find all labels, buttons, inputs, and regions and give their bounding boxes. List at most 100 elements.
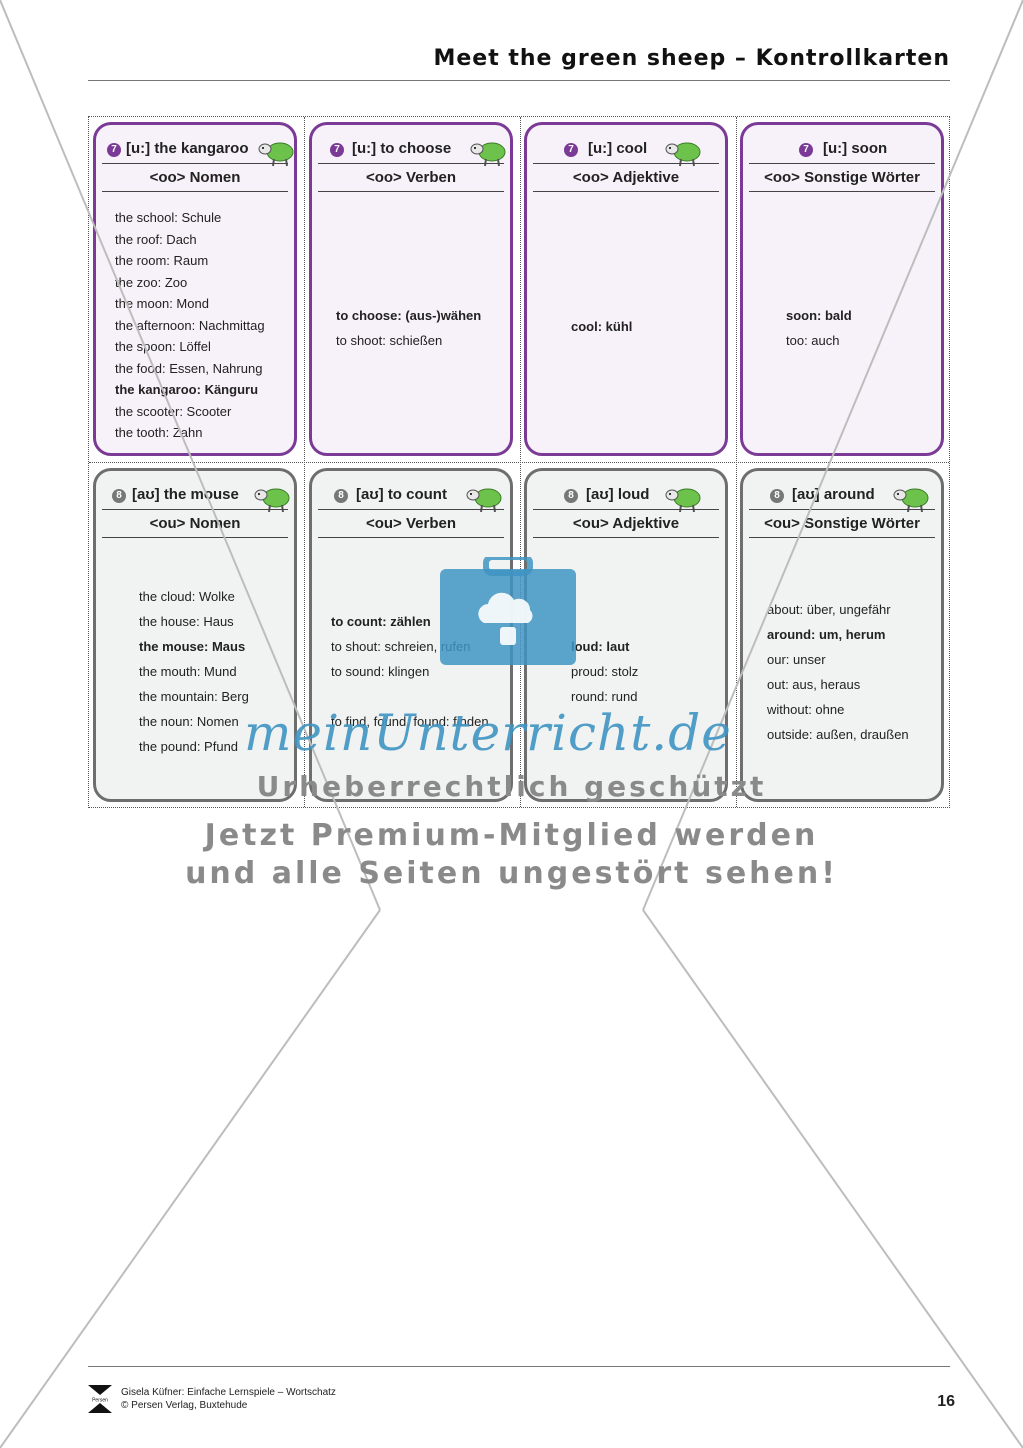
word-item-highlight: the kangaroo: Känguru (115, 382, 259, 397)
card-soon: 7 [u:] soon <oo> Sonstige Wörter soon: b… (740, 122, 944, 456)
card-sound-title: [aʊ] to count (356, 486, 447, 503)
word-item: without: ohne (767, 702, 845, 717)
header-divider (318, 509, 504, 510)
card-number-badge: 8 (770, 489, 784, 503)
category-divider (102, 191, 288, 192)
category-divider (749, 537, 935, 538)
card-number-badge: 7 (107, 143, 121, 157)
word-list: to choose: (aus-)wähen to shoot: schieße… (336, 303, 481, 353)
card-number-badge: 8 (112, 489, 126, 503)
watermark-premium-line2: und alle Seiten ungestört sehen! (185, 856, 838, 891)
card-category: <ou> Verben (365, 515, 457, 532)
header-divider (102, 163, 288, 164)
word-item: round: rund (571, 689, 638, 704)
card-header: 7 [u:] the kangaroo (102, 137, 294, 167)
card-to-choose: 7 [u:] to choose <oo> Verben to choose: … (309, 122, 513, 456)
word-item: the food: Essen, Nahrung (115, 360, 263, 376)
word-item: to shoot: schießen (336, 333, 443, 348)
word-item: out: aus, heraus (767, 677, 861, 692)
word-item: the noun: Nomen (139, 714, 239, 729)
green-sheep-icon (466, 488, 502, 513)
header-divider (749, 509, 935, 510)
publisher-logo-text: Persen (92, 1398, 108, 1404)
footer-divider (88, 1366, 950, 1367)
word-item-highlight: loud: laut (571, 639, 630, 654)
category-divider (533, 191, 719, 192)
word-item-highlight: around: um, herum (767, 627, 886, 642)
card-header: 7 [u:] soon (749, 137, 935, 165)
card-around: 8 [aʊ] around <ou> Sonstige Wörter about… (740, 468, 944, 802)
category-divider (318, 191, 504, 192)
card-number-badge: 7 (330, 143, 344, 157)
word-item: the zoo: Zoo (115, 274, 188, 290)
card-kangaroo: 7 [u:] the kangaroo <oo> Nomen the schoo… (93, 122, 297, 456)
word-item: the mouth: Mund (139, 664, 237, 679)
word-item-highlight: cool: kühl (571, 319, 633, 334)
word-list: soon: bald too: auch (786, 303, 852, 353)
category-divider (102, 537, 288, 538)
watermark-logo: meinUnterricht.de (244, 704, 732, 762)
card-sound-title: [u:] soon (823, 140, 888, 157)
title-divider (88, 80, 950, 81)
card-cool: 7 [u:] cool <oo> Adjektive cool: kühl (524, 122, 728, 456)
card-sound-title: [aʊ] loud (586, 486, 650, 503)
word-item: about: über, ungefähr (767, 602, 891, 617)
word-item: the school: Schule (115, 210, 222, 225)
card-header: 8 [aʊ] around (749, 483, 935, 513)
word-item: the house: Haus (139, 614, 234, 629)
word-item: the room: Raum (115, 253, 209, 268)
footer-author: Gisela Küfner: Einfache Lernspiele – Wor… (121, 1387, 336, 1398)
card-header: 7 [u:] to choose (318, 137, 506, 167)
card-sound-title: [aʊ] the mouse (132, 486, 239, 503)
word-item: the scooter: Scooter (115, 403, 232, 419)
header-divider (533, 509, 719, 510)
card-number-badge: 7 (799, 143, 813, 157)
card-sound-title: [u:] cool (588, 140, 648, 157)
card-header: 7 [u:] cool (533, 137, 719, 167)
word-item: proud: stolz (571, 664, 639, 679)
footer-publisher: © Persen Verlag, Buxtehude (121, 1400, 248, 1411)
card-number-badge: 8 (564, 489, 578, 503)
word-item-highlight: soon: bald (786, 308, 852, 323)
footer-credits: Gisela Küfner: Einfache Lernspiele – Wor… (121, 1386, 336, 1412)
category-divider (749, 191, 935, 192)
card-header: 8 [aʊ] loud (533, 483, 719, 513)
word-item: too: auch (786, 333, 840, 348)
word-list: cool: kühl (571, 316, 632, 338)
card-header: 8 [aʊ] the mouse (102, 483, 290, 513)
page-title: Meet the green sheep – Kontrollkarten (433, 46, 950, 71)
word-item: the cloud: Wolke (139, 589, 235, 604)
word-item: the moon: Mond (115, 296, 209, 311)
word-list: the cloud: Wolke the house: Haus the mou… (139, 584, 249, 759)
watermark-premium-line1: Jetzt Premium-Mitglied werden (204, 818, 819, 853)
word-item: outside: außen, draußen (767, 727, 909, 742)
page-number: 16 (937, 1393, 955, 1410)
cut-line (89, 462, 949, 463)
header-divider (533, 163, 719, 164)
word-item-highlight: the mouse: Maus (139, 639, 246, 654)
card-sound-title: [aʊ] around (792, 486, 875, 503)
card-category: <ou> Sonstige Wörter (764, 515, 920, 532)
header-divider (318, 163, 504, 164)
card-header: 8 [aʊ] to count (318, 483, 504, 513)
word-item: the spoon: Löffel (115, 339, 211, 354)
card-category: <ou> Nomen (149, 515, 241, 532)
green-sheep-icon (470, 142, 506, 167)
card-category: <oo> Nomen (149, 169, 241, 186)
card-sound-title: [u:] the kangaroo (126, 140, 249, 157)
briefcase-cloud-icon (440, 557, 576, 665)
word-item: the roof: Dach (115, 231, 197, 247)
header-divider (749, 163, 935, 164)
card-sound-title: [u:] to choose (352, 140, 452, 157)
card-category: <oo> Adjektive (572, 169, 680, 186)
card-category: <oo> Sonstige Wörter (764, 169, 920, 186)
category-divider (318, 537, 504, 538)
word-list: about: über, ungefähr around: um, herum … (767, 597, 909, 747)
word-item: the pound: Pfund (139, 739, 239, 754)
persen-publisher-logo: Persen (88, 1385, 112, 1413)
word-item: the mountain: Berg (139, 689, 249, 704)
card-number-badge: 7 (564, 143, 578, 157)
card-number-badge: 8 (334, 489, 348, 503)
word-list: the school: Schule the roof: Dach the ro… (115, 207, 265, 444)
watermark-copyright: Urheberrechtlich geschützt (256, 770, 767, 803)
